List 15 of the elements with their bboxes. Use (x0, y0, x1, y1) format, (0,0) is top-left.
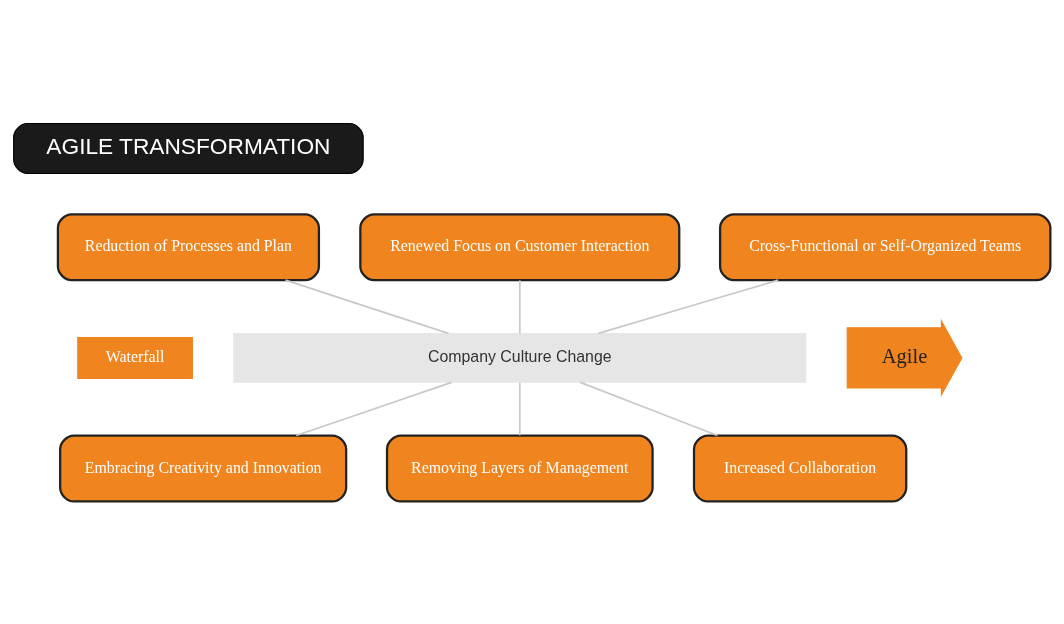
node-box: Company Culture Change (233, 332, 807, 383)
node-box: Reduction of Processes and Plan (56, 212, 321, 281)
connector (284, 278, 450, 334)
connector (518, 278, 521, 334)
connector (518, 381, 521, 436)
node-box: Renewed Focus on Customer Interaction (359, 212, 681, 281)
connector (597, 278, 779, 334)
node-box: Embracing Creativity and Innovation (59, 434, 348, 503)
node-box: Waterfall (77, 336, 193, 379)
node-box: Removing Layers of Management (385, 434, 654, 503)
connector (579, 381, 719, 436)
connector (295, 381, 453, 436)
node-box: Increased Collaboration (692, 434, 908, 503)
node-box: Cross-Functional or Self-Organized Teams (718, 212, 1052, 281)
node-box: AGILE TRANSFORMATION (13, 122, 364, 174)
